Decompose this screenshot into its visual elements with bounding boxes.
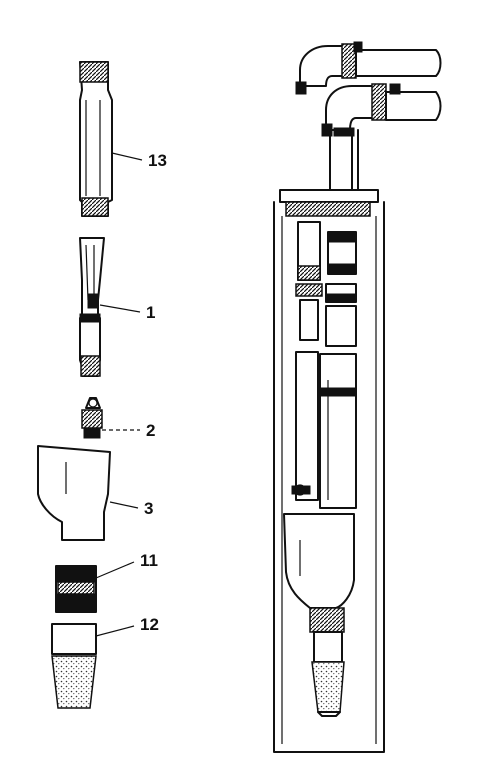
callout-3: 3 <box>144 499 153 518</box>
part-11-coupling <box>55 565 97 613</box>
callout-11: 11 <box>140 551 158 570</box>
callout-leaders <box>95 152 143 637</box>
callout-13: 13 <box>148 151 167 170</box>
part-3-nozzle-housing <box>37 445 111 541</box>
callout-1: 1 <box>146 303 155 322</box>
part-13-extension-pipe <box>79 61 113 217</box>
callout-12: 12 <box>140 615 159 634</box>
part-2-valve-fitting <box>81 397 103 439</box>
callout-2: 2 <box>146 421 155 440</box>
assembled-view <box>273 41 442 753</box>
part-1-wand <box>79 237 105 377</box>
part-12-filter-cone <box>51 623 97 709</box>
